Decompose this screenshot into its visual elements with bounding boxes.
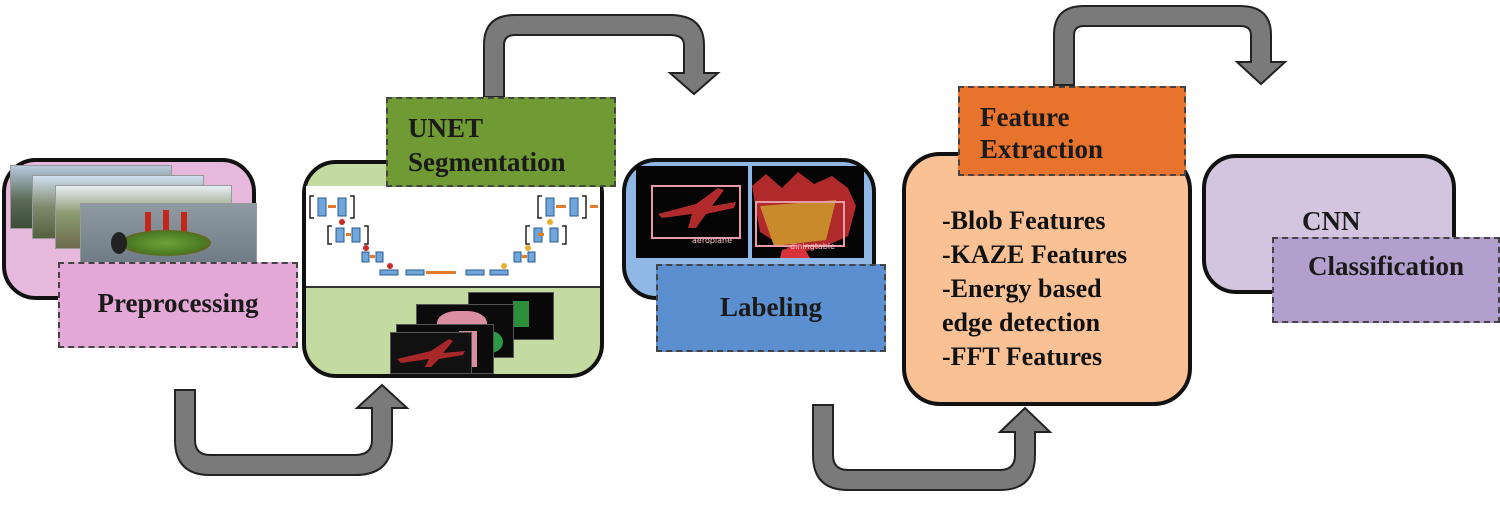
- feature-item: -Blob Features: [942, 206, 1106, 235]
- feature-label-line1: Feature: [980, 102, 1070, 132]
- vase: [111, 232, 127, 254]
- candle: [163, 210, 169, 234]
- preprocessing-label: Preprocessing: [97, 288, 259, 318]
- aeroplane-label-svg: [651, 185, 741, 239]
- diningtable-label-svg: [752, 172, 856, 258]
- preprocessing-label-box: Preprocessing: [58, 262, 298, 348]
- labeled-image-diningtable: diningtable: [752, 166, 864, 258]
- aeroplane-caption: aeroplane: [692, 236, 733, 245]
- feature-item: -FFT Features: [942, 342, 1103, 371]
- fruit-bowl: [121, 230, 211, 256]
- aeroplane-mask-icon: [397, 339, 465, 367]
- unet-label-line2: Segmentation: [408, 147, 566, 177]
- segmentation-mask-stack: [390, 292, 560, 374]
- unet-architecture-diagram: [306, 186, 600, 288]
- cnn-label: CNN: [1302, 206, 1361, 236]
- feature-item: -KAZE Features: [942, 240, 1128, 269]
- labeling-label-box: Labeling: [656, 264, 886, 352]
- candle: [181, 212, 187, 234]
- unet-label-box: UNET Segmentation: [386, 97, 616, 187]
- labeled-image-aeroplane: aeroplane: [636, 166, 748, 258]
- feature-label-line2: Extraction: [980, 134, 1103, 164]
- feature-list: -Blob Features -KAZE Features -Energy ba…: [942, 204, 1182, 374]
- mask-thumbnail-aeroplane: [390, 332, 472, 374]
- photo-fruit-bowl: [80, 203, 257, 265]
- unet-label-line1: UNET: [408, 113, 484, 143]
- labeling-label: Labeling: [719, 292, 823, 322]
- cnn-label-box: Classification: [1272, 237, 1500, 323]
- mask-shape: [513, 301, 529, 327]
- cnn-classification-label: Classification: [1307, 251, 1464, 281]
- candle: [145, 212, 151, 234]
- diningtable-caption: diningtable: [790, 242, 836, 251]
- feature-item: -Energy based: [942, 274, 1102, 303]
- feature-item: edge detection: [942, 308, 1101, 337]
- arrow-preprocessing-to-unet: [174, 383, 410, 476]
- arrow-unet-to-labeling: [483, 14, 721, 98]
- preprocessing-image-stack: [10, 165, 260, 265]
- feature-extraction-label-box: Feature Extraction: [958, 86, 1186, 176]
- arrow-feature-to-cnn: [1053, 5, 1288, 86]
- arrow-labeling-to-feature: [812, 404, 1053, 491]
- unet-architecture-svg: [309, 195, 598, 276]
